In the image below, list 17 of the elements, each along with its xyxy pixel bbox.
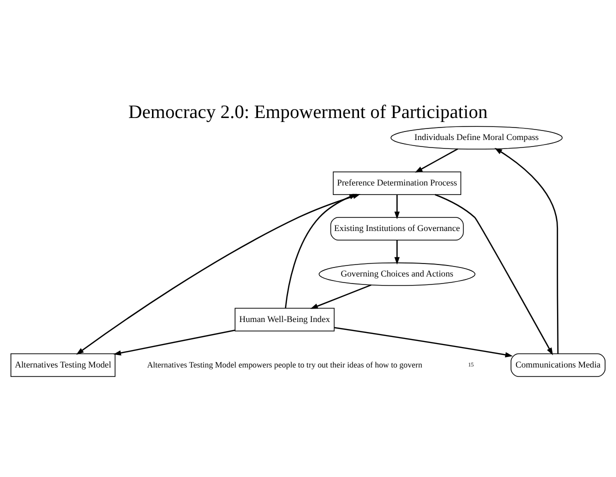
node-box: Human Well-Being Index (234, 308, 335, 332)
arrow (434, 194, 553, 356)
node-ellipse: Individuals Define Moral Compass (390, 126, 563, 150)
node-ellipse: Governing Choices and Actions (318, 262, 476, 286)
arrow (414, 148, 458, 173)
diagram-title: Democracy 2.0: Empowerment of Participation (128, 102, 488, 124)
arrow (113, 330, 236, 356)
node-box: Preference Determination Process (332, 172, 462, 195)
node-box: Communications Media (510, 353, 606, 377)
arrow (494, 148, 559, 354)
arrow (310, 284, 372, 309)
arrow (394, 194, 400, 220)
arrow (334, 327, 513, 358)
node-box: Existing Institutions of Governance (330, 216, 464, 240)
node-box: Alternatives Testing Model (10, 353, 116, 377)
arrow (394, 240, 400, 265)
arrow (284, 194, 357, 308)
